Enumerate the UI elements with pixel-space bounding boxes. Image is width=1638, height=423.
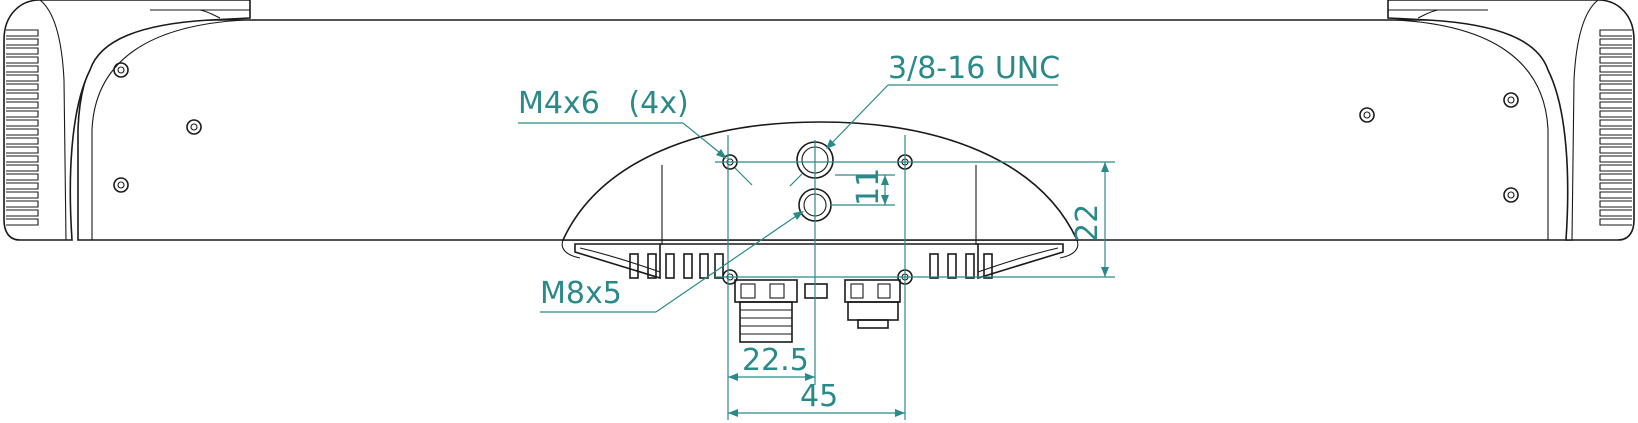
grip-ridge: [6, 137, 39, 145]
grip-ridge: [1599, 182, 1632, 190]
callout-m8-thread: M8x5: [540, 276, 622, 311]
cooling-fin: [647, 253, 657, 279]
dim-label-11: 11: [851, 168, 886, 206]
grip-ridge: [1599, 65, 1632, 73]
grip-ridge: [6, 74, 39, 82]
grip-ridge: [6, 38, 39, 46]
right-connector: [844, 279, 901, 329]
grip-ridge: [6, 101, 39, 109]
grip-ridge: [1599, 29, 1632, 37]
cooling-fin: [629, 253, 639, 279]
cooling-fin: [714, 253, 724, 279]
grip-ridge: [1599, 83, 1632, 91]
right-end-cap: [1387, 0, 1635, 241]
cooling-fin: [929, 253, 939, 279]
grip-ridge: [6, 218, 39, 226]
callout-m4-holes: M4x6 (4x): [518, 86, 689, 121]
grip-ridge: [6, 65, 39, 73]
grip-ridge: [1599, 38, 1632, 46]
grip-ridge: [6, 92, 39, 100]
cooling-fin: [983, 253, 993, 279]
grip-ridge: [1599, 74, 1632, 82]
callout-tripod-thread: 3/8-16 UNC: [888, 51, 1060, 86]
grip-ridge: [1599, 101, 1632, 109]
grip-ridge: [6, 155, 39, 163]
cooling-fin: [947, 253, 957, 279]
cooling-fins: [629, 253, 993, 279]
grip-ridge: [1599, 56, 1632, 64]
grip-ridge: [1599, 173, 1632, 181]
left-connector: [734, 279, 828, 343]
mount-dome: [561, 121, 1079, 259]
grip-ridge: [6, 56, 39, 64]
dim-label-22-5: 22.5: [742, 343, 809, 378]
grip-ridge: [1599, 128, 1632, 136]
cooling-fin: [965, 253, 975, 279]
cooling-fin: [699, 253, 709, 279]
grip-ridge: [1599, 200, 1632, 208]
grip-ridge: [6, 164, 39, 172]
grip-ridge: [6, 191, 39, 199]
dimension-lines: [518, 84, 1115, 420]
grip-ridge: [1599, 209, 1632, 217]
grip-ridge: [6, 47, 39, 55]
grip-ridge: [1599, 146, 1632, 154]
grip-ridge: [6, 128, 39, 136]
left-end-cap: [3, 0, 251, 241]
grip-ridge: [1599, 191, 1632, 199]
grip-ridge: [1599, 119, 1632, 127]
grip-ridge: [1599, 218, 1632, 226]
left-grip-ridges: [6, 29, 39, 226]
grip-ridge: [6, 83, 39, 91]
dimension-labels: M4x6 (4x) 3/8-16 UNC M8x5 11 22 22.5 45: [518, 51, 1105, 414]
dim-label-22: 22: [1070, 204, 1105, 242]
grip-ridge: [6, 146, 39, 154]
grip-ridge: [1599, 137, 1632, 145]
dim-label-45: 45: [800, 379, 838, 414]
grip-ridge: [1599, 110, 1632, 118]
grip-ridge: [1599, 92, 1632, 100]
grip-ridge: [6, 119, 39, 127]
grip-ridge: [1599, 47, 1632, 55]
grip-ridge: [6, 182, 39, 190]
grip-ridge: [1599, 155, 1632, 163]
cooling-fin: [665, 253, 675, 279]
right-grip-ridges: [1599, 29, 1632, 226]
grip-ridge: [1599, 164, 1632, 172]
grip-ridge: [6, 110, 39, 118]
grip-ridge: [6, 29, 39, 37]
grip-ridge: [6, 173, 39, 181]
body-screw-holes: [113, 62, 1519, 203]
grip-ridge: [6, 200, 39, 208]
cooling-fin: [683, 253, 693, 279]
grip-ridge: [6, 209, 39, 217]
